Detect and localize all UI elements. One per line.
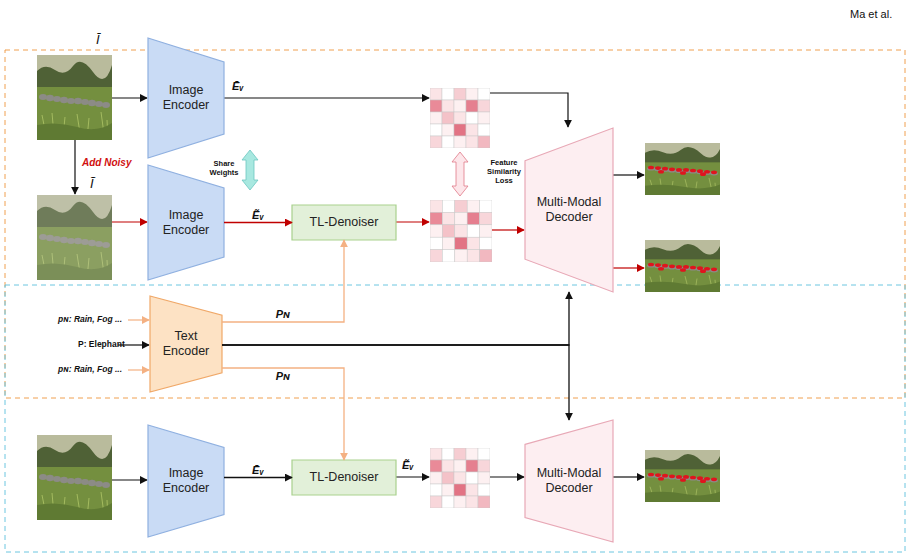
connector-label: Pɴ — [276, 308, 290, 320]
connector-arrow — [222, 292, 569, 345]
connector-label: Ēᵥ — [252, 464, 264, 476]
prompt-input: pɴ: Rain, Fog ... — [58, 314, 122, 324]
connector-arrow — [222, 345, 569, 420]
decoder-block: Multi-Modal Decoder — [525, 420, 613, 542]
connector-label: Ẽᵥ — [252, 209, 264, 221]
node-label: Image Encoder — [148, 466, 224, 496]
node-label: Multi-Modal Decoder — [525, 195, 613, 225]
node-shape — [525, 128, 613, 292]
share-note: Share Weights — [202, 159, 246, 177]
denoiser-box: TL-Denoiser — [292, 205, 396, 240]
noise-note: Add Noisy — [82, 157, 131, 168]
connector-arrow — [222, 240, 344, 322]
prompt-input: P: Elephant — [78, 339, 125, 349]
feature-symbol: Ēᵥ — [232, 80, 244, 92]
node-shape — [148, 165, 224, 280]
node-shape — [148, 38, 224, 158]
output-photo — [645, 240, 720, 292]
similarity-matrix — [430, 448, 490, 508]
node-shape — [150, 296, 222, 392]
similarity-matrix — [430, 88, 490, 148]
point-markers — [648, 166, 717, 176]
share-weights-arrow — [242, 150, 258, 190]
connector-arrow — [224, 477, 292, 478]
node-shape — [148, 425, 224, 537]
feature-symbol: Ẽᵥ — [402, 459, 414, 471]
training-region — [5, 50, 905, 398]
author-note: Ma et al. — [850, 8, 892, 20]
denoiser-box: TL-Denoiser — [292, 460, 396, 495]
node-shape — [292, 205, 396, 240]
similarity-loss-arrow — [452, 152, 468, 196]
node-label: Image Encoder — [148, 83, 224, 113]
input-photo — [37, 55, 112, 140]
inference-region — [5, 285, 905, 552]
node-label: TL-Denoiser — [306, 215, 383, 230]
image-encoder: Image Encoder — [148, 38, 224, 158]
node-shape — [292, 460, 396, 495]
similarity-matrix — [430, 200, 492, 262]
connector-label: Pɴ — [276, 370, 290, 382]
node-label: Image Encoder — [148, 208, 224, 238]
output-photo — [645, 143, 720, 195]
decoder-block: Multi-Modal Decoder — [525, 128, 613, 292]
node-label: TL-Denoiser — [306, 470, 383, 485]
prompt-input: pɴ: Rain, Fog ... — [58, 364, 122, 374]
output-photo — [645, 450, 720, 502]
image-encoder: Image Encoder — [148, 165, 224, 280]
image-encoder: Image Encoder — [148, 425, 224, 537]
point-markers — [648, 263, 717, 273]
node-shape — [525, 420, 613, 542]
node-label: Multi-Modal Decoder — [525, 466, 613, 496]
noise-overlay — [37, 195, 112, 280]
input-photo — [37, 435, 112, 520]
point-markers — [648, 473, 717, 483]
noisy-photo — [37, 195, 112, 280]
loss-note: Feature Similarity Loss — [478, 158, 530, 185]
connector-arrow — [224, 222, 292, 223]
node-label: Text Encoder — [150, 329, 222, 359]
image-symbol: Ī — [96, 32, 100, 47]
text-encoder: Text Encoder — [150, 296, 222, 392]
connector-arrow — [222, 368, 344, 460]
image-symbol: Ĩ — [90, 176, 94, 191]
